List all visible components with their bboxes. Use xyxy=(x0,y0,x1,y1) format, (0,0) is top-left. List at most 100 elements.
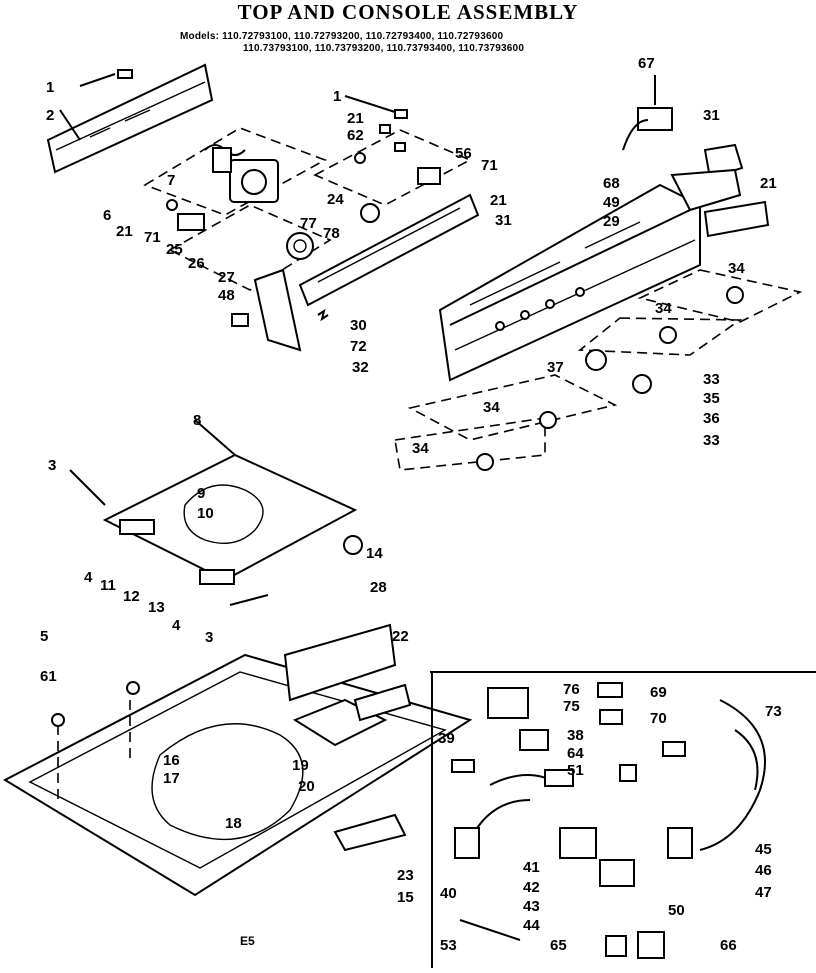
console-knob-recesses xyxy=(394,269,803,471)
callout-17: 17 xyxy=(163,770,180,787)
callout-21-mid: 21 xyxy=(490,192,507,209)
callout-25: 25 xyxy=(166,241,183,258)
callout-62: 62 xyxy=(347,127,364,144)
bracket-29 xyxy=(703,200,770,238)
hinge-parts xyxy=(119,519,363,585)
callout-37: 37 xyxy=(547,359,564,376)
callout-30: 30 xyxy=(350,317,367,334)
callout-61: 61 xyxy=(40,668,57,685)
rear-panel xyxy=(46,63,214,174)
models-line-2: 110.73793100, 110.73793200, 110.73793400… xyxy=(243,43,525,54)
wire-68 xyxy=(622,119,649,151)
callout-3-bottom: 3 xyxy=(205,629,213,646)
callout-39: 39 xyxy=(438,730,455,747)
top-lid-8 xyxy=(102,419,358,582)
timer-motor xyxy=(204,144,279,203)
callout-12: 12 xyxy=(123,588,140,605)
console-bar xyxy=(298,193,480,307)
knob-77 xyxy=(360,203,380,223)
callout-33-bottom: 33 xyxy=(703,432,720,449)
callout-3-top: 3 xyxy=(48,457,56,474)
callout-69: 69 xyxy=(650,684,667,701)
clip-48 xyxy=(231,313,249,327)
callout-21-top: 21 xyxy=(347,110,364,127)
callout-21-right: 21 xyxy=(760,175,777,192)
inset-parts-box xyxy=(430,671,816,968)
callout-67: 67 xyxy=(638,55,655,72)
callout-65: 65 xyxy=(550,937,567,954)
callout-51: 51 xyxy=(567,762,584,779)
lens-49 xyxy=(670,168,742,212)
callout-50: 50 xyxy=(668,902,685,919)
callout-42: 42 xyxy=(523,879,540,896)
callout-11: 11 xyxy=(100,577,116,594)
callout-4-left: 4 xyxy=(84,569,93,586)
callout-6: 6 xyxy=(103,207,111,224)
pulley-26 xyxy=(286,232,314,260)
callout-77: 77 xyxy=(300,215,317,232)
callout-18: 18 xyxy=(225,815,242,832)
callout-46: 46 xyxy=(755,862,772,879)
callout-1-right: 1 xyxy=(333,88,341,105)
callout-28: 28 xyxy=(370,579,387,596)
callout-24: 24 xyxy=(327,191,344,208)
callout-16: 16 xyxy=(163,752,180,769)
callout-73: 73 xyxy=(765,703,782,720)
bracket-23 xyxy=(333,813,407,852)
callout-34-bottom: 34 xyxy=(412,440,429,457)
callout-5: 5 xyxy=(40,628,48,645)
bracket-71-left xyxy=(177,213,205,231)
page-code: E5 xyxy=(240,934,255,948)
knob-37 xyxy=(585,349,607,371)
models-line-1: Models: 110.72793100, 110.72793200, 110.… xyxy=(180,31,504,42)
callout-8: 8 xyxy=(193,412,201,429)
filter-28 xyxy=(283,623,397,702)
callout-9: 9 xyxy=(197,485,205,502)
callout-71-top: 71 xyxy=(481,157,498,174)
light-assembly-67 xyxy=(637,75,673,131)
callout-15: 15 xyxy=(397,889,414,906)
callout-49: 49 xyxy=(603,194,620,211)
callout-10: 10 xyxy=(197,505,214,522)
callout-4-right: 4 xyxy=(172,617,181,634)
callout-40: 40 xyxy=(440,885,457,902)
callout-22: 22 xyxy=(392,628,409,645)
bracket-27 xyxy=(253,268,302,352)
callout-44: 44 xyxy=(523,917,540,934)
callout-7: 7 xyxy=(167,172,175,189)
callout-41: 41 xyxy=(523,859,540,876)
screw-21-left xyxy=(166,199,178,211)
diagram-title: TOP AND CONSOLE ASSEMBLY xyxy=(237,0,579,24)
callout-47: 47 xyxy=(755,884,772,901)
callout-2: 2 xyxy=(46,107,54,124)
callout-66: 66 xyxy=(720,937,737,954)
knob-34-top xyxy=(726,286,744,304)
callout-26: 26 xyxy=(188,255,205,272)
callout-32: 32 xyxy=(352,359,369,376)
callout-38: 38 xyxy=(567,727,584,744)
callout-72: 72 xyxy=(350,338,367,355)
inset-components xyxy=(451,682,693,959)
screws-group-1-right xyxy=(354,109,441,185)
callout-34-lower: 34 xyxy=(483,399,500,416)
callout-31-mid: 31 xyxy=(495,212,512,229)
knob-34-bottom xyxy=(476,453,494,471)
callout-53: 53 xyxy=(440,937,457,954)
callout-64: 64 xyxy=(567,745,584,762)
callout-31-top: 31 xyxy=(703,107,720,124)
knob-34-mid xyxy=(659,326,677,344)
callout-33-top: 33 xyxy=(703,371,720,388)
callout-21-left: 21 xyxy=(116,223,133,240)
knob-34-lower xyxy=(539,411,557,429)
callout-70: 70 xyxy=(650,710,667,727)
callout-75: 75 xyxy=(563,698,580,715)
callout-27: 27 xyxy=(218,269,235,286)
callout-13: 13 xyxy=(148,599,165,616)
callout-43: 43 xyxy=(523,898,540,915)
screw-1-left xyxy=(79,69,133,87)
knob-35 xyxy=(632,374,652,394)
callout-23: 23 xyxy=(397,867,414,884)
callout-1-left: 1 xyxy=(46,79,54,96)
